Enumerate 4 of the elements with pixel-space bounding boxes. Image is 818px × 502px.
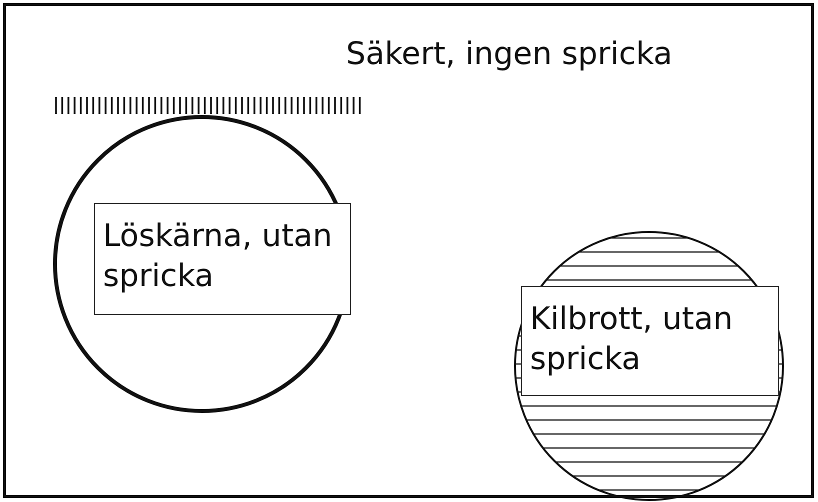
label-box: Kilbrott, utan spricka — [521, 286, 779, 396]
label-box: Löskärna, utan spricka — [94, 203, 351, 315]
outer-region — [3, 3, 814, 498]
region-title: Säkert, ingen spricka — [346, 35, 672, 74]
